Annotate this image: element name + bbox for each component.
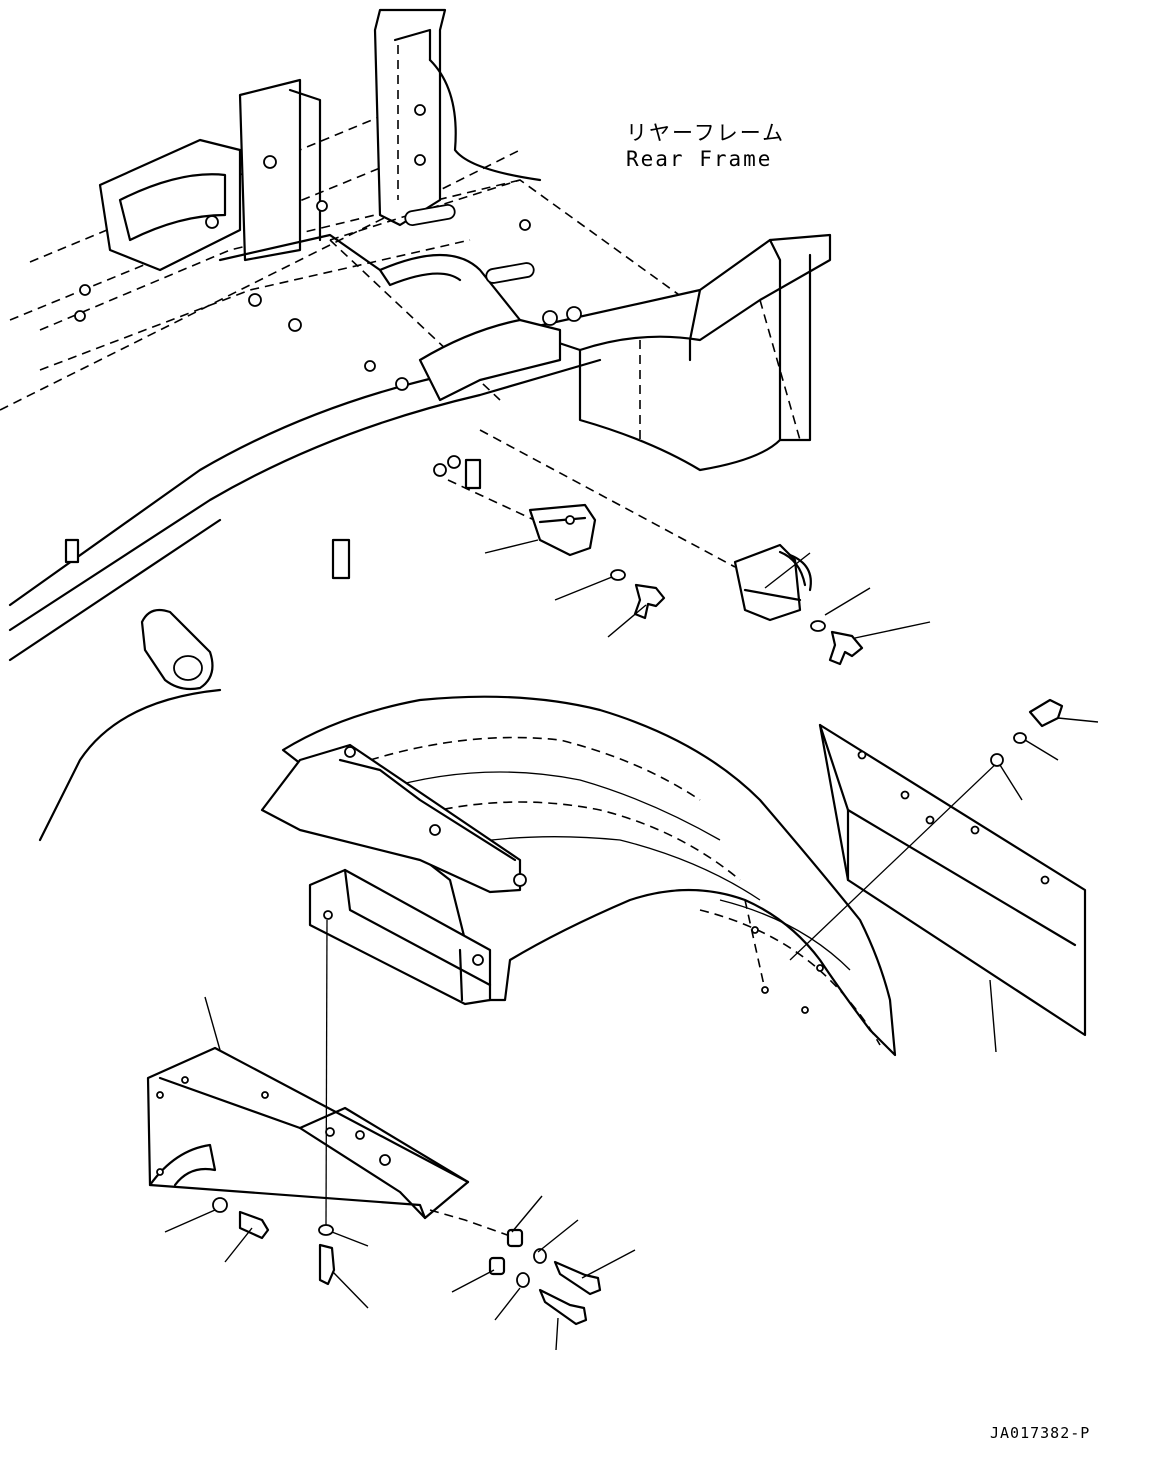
washer-2 bbox=[810, 620, 826, 632]
bolt-7 bbox=[538, 1288, 588, 1326]
nut-1 bbox=[990, 753, 1004, 767]
washer-1 bbox=[610, 569, 626, 581]
bolt-2 bbox=[828, 630, 864, 666]
lower-support-bracket bbox=[146, 1046, 511, 1237]
rear-frame-label-jp: リヤーフレーム bbox=[626, 121, 785, 145]
rear-frame-label-en: Rear Frame bbox=[626, 147, 772, 171]
pivot-eye bbox=[140, 608, 214, 691]
washer-4 bbox=[212, 1197, 228, 1213]
upper-bracket-large bbox=[479, 429, 812, 622]
washer-6 bbox=[533, 1248, 547, 1264]
washer-5 bbox=[318, 1224, 334, 1236]
bolt-6 bbox=[553, 1260, 602, 1296]
bolt-1 bbox=[633, 583, 666, 620]
hardware-lower bbox=[212, 919, 602, 1326]
washer-3 bbox=[1013, 732, 1027, 744]
hardware-upper bbox=[610, 569, 864, 666]
washer-7 bbox=[516, 1272, 530, 1288]
rear-frame bbox=[0, 8, 832, 842]
leader-lines bbox=[164, 539, 1099, 1351]
upper-bracket-small bbox=[447, 479, 597, 557]
hardware-mudflap bbox=[990, 698, 1064, 767]
fender bbox=[260, 695, 897, 1057]
drawing-code: JA017382-P bbox=[990, 1424, 1090, 1442]
bolt-3 bbox=[1028, 698, 1064, 728]
bolt-4 bbox=[238, 1210, 270, 1240]
bolt-5 bbox=[318, 1243, 336, 1286]
mud-flap bbox=[789, 723, 1087, 1037]
spacer-1 bbox=[506, 1228, 524, 1248]
frame-bosses bbox=[74, 104, 582, 477]
